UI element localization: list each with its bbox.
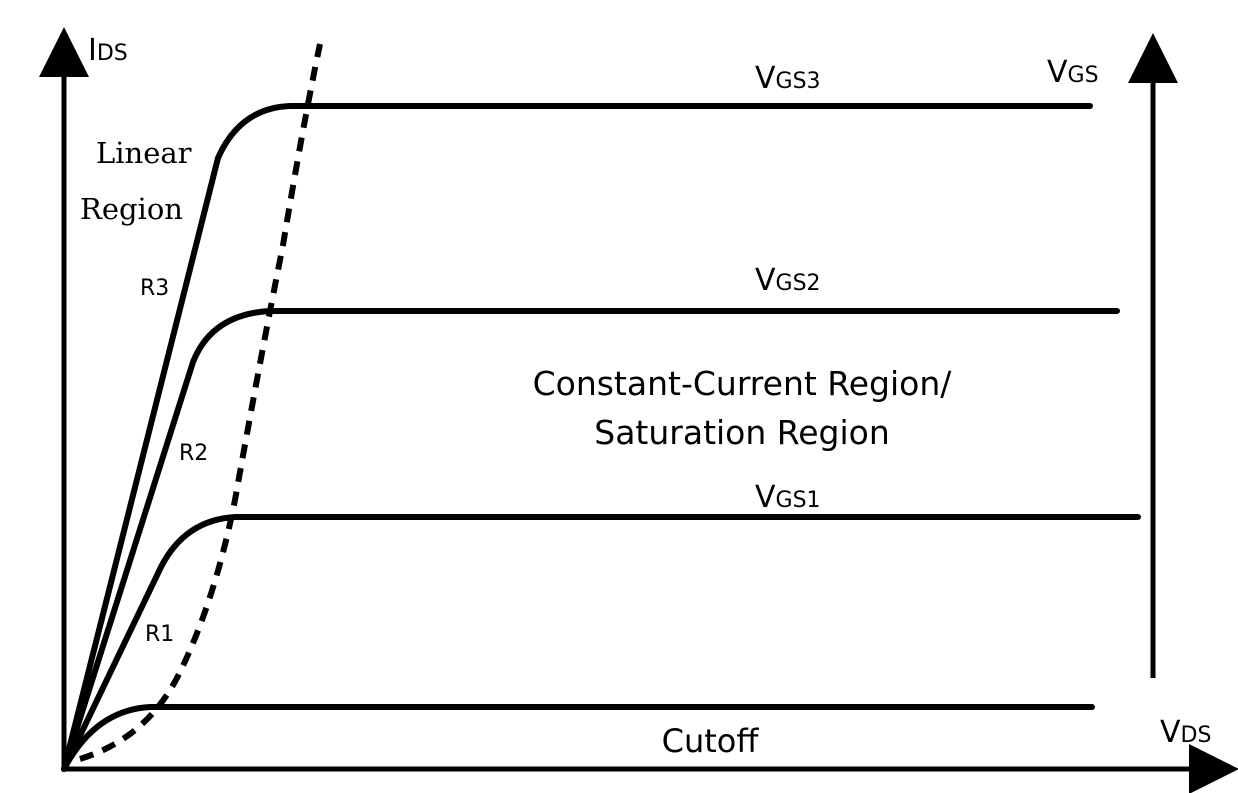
curve-vgs3 (61, 103, 1093, 772)
r1-label: R1 (145, 622, 174, 647)
vgs2-label: VGS2 (755, 263, 821, 298)
curve-cutoff (61, 704, 1095, 772)
curve-vgs1 (61, 514, 1141, 772)
curve-vgs2 (61, 308, 1120, 772)
vgs1-label: VGS1 (755, 480, 821, 515)
r2-label: R2 (179, 441, 208, 466)
x-axis-label: VDS (1160, 715, 1211, 750)
linear-region-label-line1: Linear (96, 136, 192, 170)
r3-label: R3 (140, 276, 169, 301)
saturation-region-label-line2: Saturation Region (594, 413, 890, 452)
saturation-region-label-line1: Constant-Current Region/ (533, 364, 953, 403)
saturation-boundary (79, 43, 323, 762)
vgs-axis-label: VGS (1047, 55, 1099, 90)
y-axis-label: IDS (88, 33, 128, 68)
linear-region-label-line2: Region (80, 192, 183, 226)
cutoff-label: Cutoff (662, 722, 760, 760)
vgs3-label: VGS3 (755, 61, 821, 96)
